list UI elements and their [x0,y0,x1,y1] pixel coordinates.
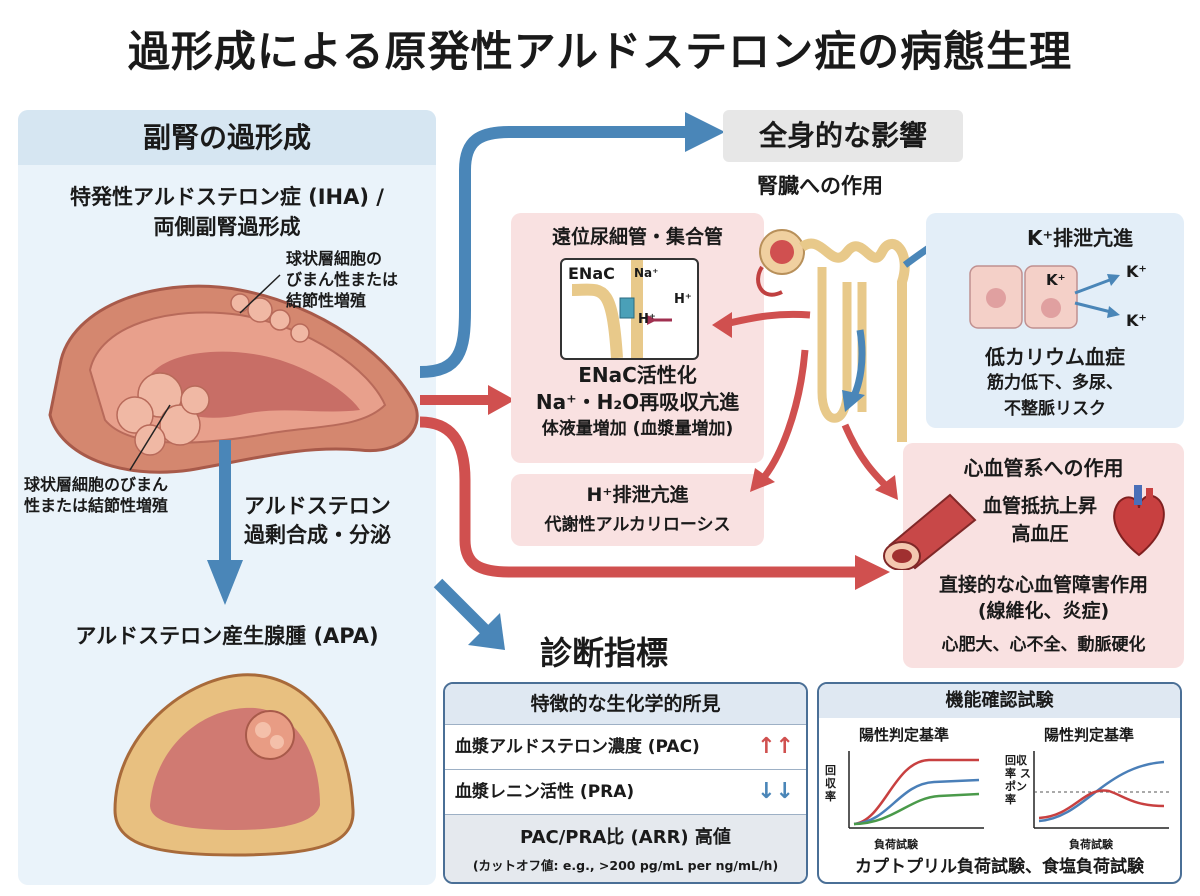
h-excretion-box [511,474,764,546]
callout-left-line2: 性または結節性増殖 [24,496,169,515]
pac-arrow: ↑↑ [757,734,794,759]
distal-line2: Na⁺・H₂O再吸収亢進 [535,390,740,414]
apa-adrenal-illustration [113,673,355,857]
func-footer: カプトプリル負荷試験、食塩負荷試験 [855,857,1144,877]
graph2-ylabel: 回収率 スポン率 [1005,754,1031,806]
page-title: 過形成による原発性アルドステロン症の病態生理 [127,27,1073,76]
k-box-text: 低カリウム血症 筋力低下、多尿、 不整脈リスク [926,344,1184,422]
callout-left-line1: 球状層細胞のびまん [24,475,169,494]
enac-label: ENaC [568,264,615,283]
hyperplastic-adrenal-illustration [48,274,419,474]
pac-row: 血漿アルドステロン濃度 (PAC) ↑↑ [445,724,806,769]
callout-right: 球状層細胞の びまん性または 結節性増殖 [286,248,398,311]
systemic-header: 全身的な影響 [723,110,963,162]
cardio-box-title: 心血管系への作用 [963,456,1124,480]
diagnosis-header: 診断指標 [540,634,669,672]
iha-title-line2: 両側副腎過形成 [153,215,301,239]
arr-row: PAC/PRA比 (ARR) 高値 (カットオフ値: e.g., >200 pg… [445,814,806,882]
cardio-sub-text: 直接的な心血管障害作用 (線維化、炎症) 心肥大、心不全、動脈硬化 [903,572,1184,658]
cardio-line5: 心肥大、心不全、動脈硬化 [941,635,1146,655]
diagnosis-arrow [433,578,505,650]
k-cells-illustration [969,265,1120,329]
left-panel-header: 副腎の過形成 [18,110,436,165]
kidney-label: 腎臓への作用 [757,174,883,198]
h-box-line2: 代謝性アルカリローシス [544,515,731,535]
distal-line3: 体液量増加 (血漿量増加) [541,419,734,439]
h-box-text: H⁺排泄亢進 代謝性アルカリローシス [511,480,764,540]
arr-cutoff: (カットオフ値: e.g., >200 pg/mL per ng/mL/h) [472,858,779,873]
cardiovascular-box [903,443,1184,668]
k-line2: 筋力低下、多尿、 [987,373,1123,393]
h-box-line1: H⁺排泄亢進 [586,484,689,506]
biochemical-box: 特徴的な生化学的所見 血漿アルドステロン濃度 (PAC) ↑↑ 血漿レニン活性 … [443,682,808,884]
graph1-title: 陽性判定基準 [859,726,950,744]
h-left-label: H⁺ [638,312,656,327]
pra-arrow: ↓↓ [757,779,794,804]
graph2-xlabel: 負荷試験 [1069,838,1113,851]
cardio-line1: 血管抵抗上昇 [982,495,1097,517]
distal-box-text: ENaC活性化 Na⁺・H₂O再吸収亢進 体液量増加 (血漿量増加) [511,362,764,443]
h-right-label: H⁺ [674,292,692,307]
apa-title: アルドステロン産生腺腫 (APA) [75,624,379,648]
iha-title-line1: 特発性アルドステロン症 (IHA) / [70,185,384,209]
cardio-line3: 直接的な心血管障害作用 [938,574,1148,596]
callout-left: 球状層細胞のびまん 性または結節性増殖 [24,474,168,516]
arr-label: PAC/PRA比 (ARR) 高値 [520,827,731,848]
arrow-label: アルドステロン 過剰合成・分泌 [244,492,391,550]
k-box-title: K⁺排泄亢進 [1026,226,1134,250]
callout-right-line1: 球状層細胞の [286,249,383,268]
enac-inset: ENaC Na⁺ H⁺ H⁺ [560,258,699,360]
heart-icon [1113,485,1165,557]
down-arrow [207,440,243,605]
cardio-line2: 高血圧 [1011,523,1069,545]
graph2 [1033,751,1169,829]
k-out1-label: K⁺ [1126,262,1147,281]
arrow-label-line1: アルドステロン [244,494,391,518]
distal-line1: ENaC活性化 [578,363,697,387]
graph2-title: 陽性判定基準 [1044,726,1135,744]
callout-right-line2: びまん性または [286,270,399,289]
k-out2-label: K⁺ [1126,311,1147,330]
bio-title: 特徴的な生化学的所見 [445,684,806,724]
iha-title: 特発性アルドステロン症 (IHA) / 両側副腎過形成 [18,182,436,242]
pra-row: 血漿レニン活性 (PRA) ↓↓ [445,769,806,814]
blood-vessel-illustration [883,493,977,570]
cardio-line4: (線維化、炎症) [977,600,1110,622]
graph1-ylabel: 回収率 [825,764,836,803]
k-cell-label: K⁺ [1046,271,1066,289]
graph1-xlabel: 負荷試験 [874,838,918,851]
k-line1: 低カリウム血症 [985,345,1125,369]
pac-label: 血漿アルドステロン濃度 (PAC) [455,737,700,757]
functional-tests-box: 機能確認試験 陽性判定基準 陽性判定基準 回収率 回収率 スポン率 負荷試験 負… [817,682,1182,884]
func-title: 機能確認試験 [819,684,1180,718]
flow-arrows [420,112,890,590]
pra-label: 血漿レニン活性 (PRA) [455,782,635,802]
distal-box-title: 遠位尿細管・集合管 [551,226,723,248]
k-line3: 不整脈リスク [1004,399,1106,419]
graph1 [848,751,984,829]
callout-right-line3: 結節性増殖 [286,291,367,310]
arrow-label-line2: 過剰合成・分泌 [244,523,391,547]
enac-inset-drawing [571,260,672,358]
na-label: Na⁺ [634,266,659,280]
cardio-main-text: 血管抵抗上昇 高血圧 [975,492,1105,548]
